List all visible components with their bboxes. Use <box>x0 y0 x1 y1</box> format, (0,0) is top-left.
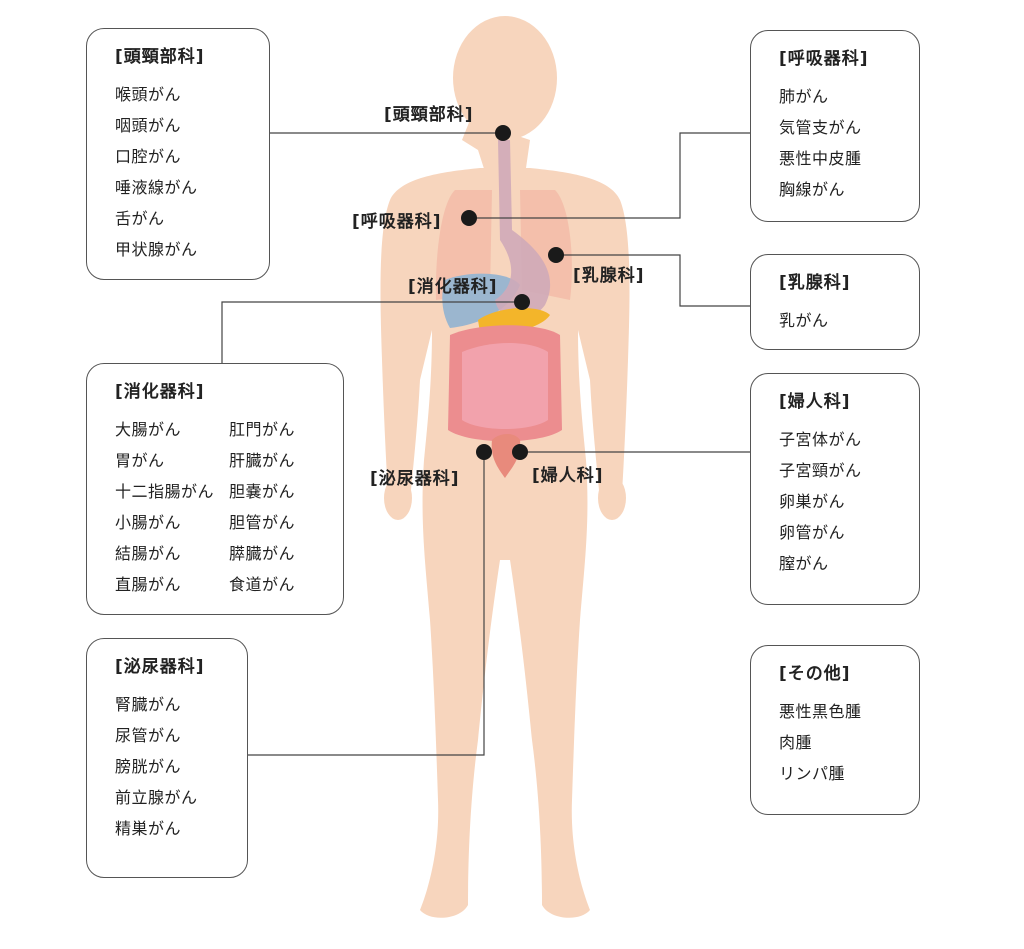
list-item: 卵管がん <box>779 523 846 542</box>
list-item: 食道がん <box>229 575 296 594</box>
list-item: 舌がん <box>115 209 165 228</box>
box-digestive: [消化器科] 大腸がん 胃がん 十二指腸がん 小腸がん 結腸がん 直腸がん 肛門… <box>86 363 344 615</box>
label-head-neck: [頭頸部科] <box>384 105 474 125</box>
box-urology: [泌尿器科] 腎臓がん 尿管がん 膀胱がん 前立腺がん 精巣がん <box>86 638 248 878</box>
list-item: 乳がん <box>779 311 829 330</box>
label-urology: [泌尿器科] <box>370 469 460 489</box>
label-respiratory: [呼吸器科] <box>352 212 442 232</box>
box-title: [泌尿器科] <box>115 657 205 677</box>
box-other: [その他] 悪性黒色腫 肉腫 リンパ腫 <box>750 645 920 815</box>
list-item: 肺がん <box>779 87 829 106</box>
box-title: [頭頸部科] <box>115 47 205 67</box>
list-item: 精巣がん <box>115 819 182 838</box>
list-item: 気管支がん <box>779 118 862 137</box>
box-respiratory: [呼吸器科] 肺がん 気管支がん 悪性中皮腫 胸線がん <box>750 30 920 222</box>
list-item: 直腸がん <box>115 575 182 594</box>
list-item: 膵臓がん <box>229 544 296 563</box>
box-breast: [乳腺科] 乳がん <box>750 254 920 350</box>
list-item: 肛門がん <box>229 420 296 439</box>
list-item: 卵巣がん <box>779 492 846 511</box>
leader-lines <box>221 132 750 756</box>
label-breast: [乳腺科] <box>573 266 645 286</box>
box-title: [乳腺科] <box>779 273 851 293</box>
label-gynecology: [婦人科] <box>532 466 604 486</box>
dot-respiratory <box>461 210 477 226</box>
marker-dots <box>461 125 564 460</box>
list-item: 悪性黒色腫 <box>779 702 862 721</box>
dot-urology <box>476 444 492 460</box>
box-head-neck: [頭頸部科] 喉頭がん 咽頭がん 口腔がん 唾液線がん 舌がん 甲状腺がん <box>86 28 270 280</box>
box-title: [その他] <box>779 664 851 684</box>
small-intestine <box>462 343 548 429</box>
list-item: 尿管がん <box>115 726 182 745</box>
dot-head-neck <box>495 125 511 141</box>
list-item: 悪性中皮腫 <box>779 149 862 168</box>
bladder-uterus <box>491 434 521 478</box>
list-item: 十二指腸がん <box>115 482 215 501</box>
list-item: 小腸がん <box>115 513 182 532</box>
list-item: 膣がん <box>779 554 829 573</box>
list-item: 喉頭がん <box>115 85 182 104</box>
dot-breast <box>548 247 564 263</box>
label-digestive: [消化器科] <box>408 277 498 297</box>
list-item: 胆嚢がん <box>229 482 296 501</box>
esophagus-stomach <box>495 140 551 320</box>
box-title: [消化器科] <box>115 382 205 402</box>
dot-digestive <box>514 294 530 310</box>
list-item: 肝臓がん <box>229 451 296 470</box>
list-item: 子宮頸がん <box>779 461 862 480</box>
list-item: 唾液線がん <box>115 178 198 197</box>
list-item: 腎臓がん <box>115 695 182 714</box>
list-item: 大腸がん <box>115 420 182 439</box>
list-item: 胸線がん <box>779 180 846 199</box>
box-title: [婦人科] <box>779 392 851 412</box>
list-item: 口腔がん <box>115 147 182 166</box>
list-item: 胃がん <box>115 451 165 470</box>
liver <box>442 273 520 328</box>
list-item: 咽頭がん <box>115 116 182 135</box>
list-item: リンパ腫 <box>779 764 846 783</box>
list-item: 甲状腺がん <box>115 240 198 259</box>
list-item: 結腸がん <box>115 544 182 563</box>
list-item: 胆管がん <box>229 513 296 532</box>
box-gynecology: [婦人科] 子宮体がん 子宮頸がん 卵巣がん 卵管がん 膣がん <box>750 373 920 605</box>
list-item: 子宮体がん <box>779 430 862 449</box>
box-title: [呼吸器科] <box>779 49 869 69</box>
list-item: 前立腺がん <box>115 788 198 807</box>
list-item: 膀胱がん <box>115 757 182 776</box>
dot-gynecology <box>512 444 528 460</box>
body-silhouette <box>380 16 630 918</box>
list-item: 肉腫 <box>779 733 813 752</box>
